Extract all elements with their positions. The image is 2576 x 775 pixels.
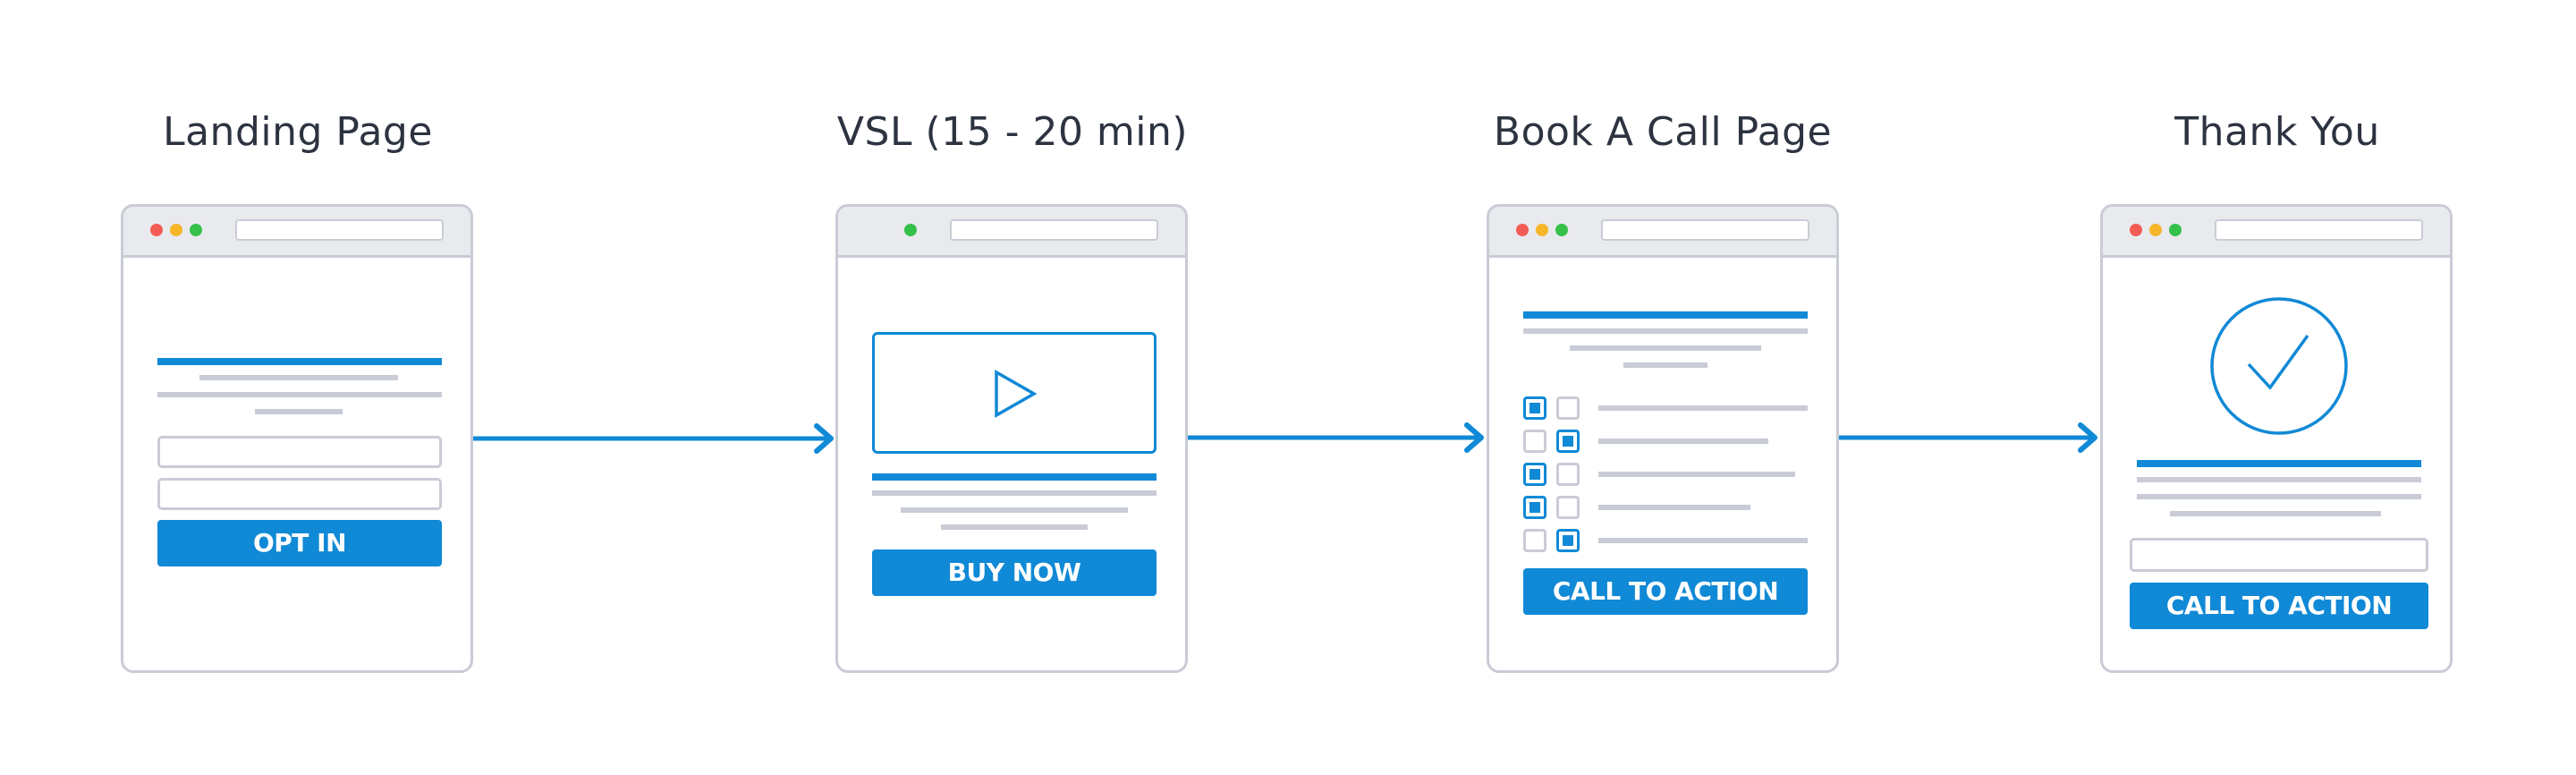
opt-in-button[interactable]: OPT IN (157, 520, 442, 566)
text-line (199, 375, 398, 380)
play-icon[interactable] (987, 367, 1041, 421)
checkbox[interactable] (1523, 496, 1546, 519)
window-close-dot-icon (150, 224, 163, 236)
headline-line (1523, 311, 1808, 319)
text-line (2137, 477, 2421, 482)
text-line (1570, 345, 1761, 351)
stage-title-vsl: VSL (15 - 20 min) (836, 109, 1189, 155)
checkbox[interactable] (1556, 430, 1580, 453)
text-line (2170, 511, 2381, 516)
window-minimize-dot-icon (1536, 224, 1548, 236)
headline-line (157, 358, 442, 365)
browser-chrome (123, 207, 470, 258)
text-line (901, 507, 1128, 513)
browser-chrome (838, 207, 1185, 258)
checklist-text-line (1598, 405, 1808, 411)
form-input-field[interactable] (157, 436, 442, 468)
checklist-text-line (1598, 472, 1795, 477)
window-dot-icon (904, 224, 917, 236)
checkbox[interactable] (1556, 396, 1580, 420)
checkbox[interactable] (1523, 396, 1546, 420)
text-line (872, 490, 1157, 496)
checkbox[interactable] (1523, 430, 1546, 453)
checklist-text-line (1598, 538, 1808, 543)
window-close-dot-icon (2130, 224, 2142, 236)
video-player[interactable] (872, 332, 1157, 454)
book-a-call-page-mockup: CALL TO ACTION (1487, 204, 1839, 673)
form-input-field[interactable] (157, 478, 442, 510)
url-bar (235, 219, 444, 241)
checkmark-circle-icon (2210, 297, 2348, 435)
checkbox[interactable] (1523, 529, 1546, 552)
text-line (1523, 328, 1808, 334)
stage-title-book-a-call: Book A Call Page (1493, 109, 1833, 155)
text-line (1623, 362, 1707, 368)
window-maximize-dot-icon (2169, 224, 2182, 236)
text-line (2137, 494, 2421, 499)
arrow-right-icon (1188, 422, 1484, 453)
call-to-action-button[interactable]: CALL TO ACTION (2130, 583, 2428, 629)
url-bar (1601, 219, 1809, 241)
url-bar (950, 219, 1158, 241)
browser-chrome (1489, 207, 1836, 258)
window-minimize-dot-icon (2149, 224, 2162, 236)
arrow-right-icon (1839, 422, 2097, 453)
window-maximize-dot-icon (190, 224, 202, 236)
checklist-text-line (1598, 439, 1768, 444)
window-maximize-dot-icon (1555, 224, 1568, 236)
browser-chrome (2103, 207, 2450, 258)
thank-you-page-mockup: CALL TO ACTION (2100, 204, 2453, 673)
call-to-action-button[interactable]: CALL TO ACTION (1523, 568, 1808, 615)
headline-line (872, 473, 1157, 481)
checkbox[interactable] (1556, 529, 1580, 552)
landing-page-mockup: OPT IN (121, 204, 473, 673)
text-line (941, 524, 1088, 530)
stage-title-landing-page: Landing Page (163, 109, 433, 155)
text-line (157, 392, 442, 397)
window-minimize-dot-icon (170, 224, 182, 236)
stage-title-thank-you: Thank You (2174, 109, 2380, 155)
window-close-dot-icon (1516, 224, 1529, 236)
checkbox[interactable] (1556, 496, 1580, 519)
form-input-field[interactable] (2130, 538, 2428, 572)
text-line (255, 409, 343, 414)
checkbox[interactable] (1556, 463, 1580, 486)
checkbox[interactable] (1523, 463, 1546, 486)
checklist-text-line (1598, 505, 1750, 510)
url-bar (2215, 219, 2423, 241)
arrow-right-icon (473, 423, 834, 454)
vsl-page-mockup: BUY NOW (835, 204, 1188, 673)
buy-now-button[interactable]: BUY NOW (872, 549, 1157, 596)
headline-line (2137, 460, 2421, 467)
